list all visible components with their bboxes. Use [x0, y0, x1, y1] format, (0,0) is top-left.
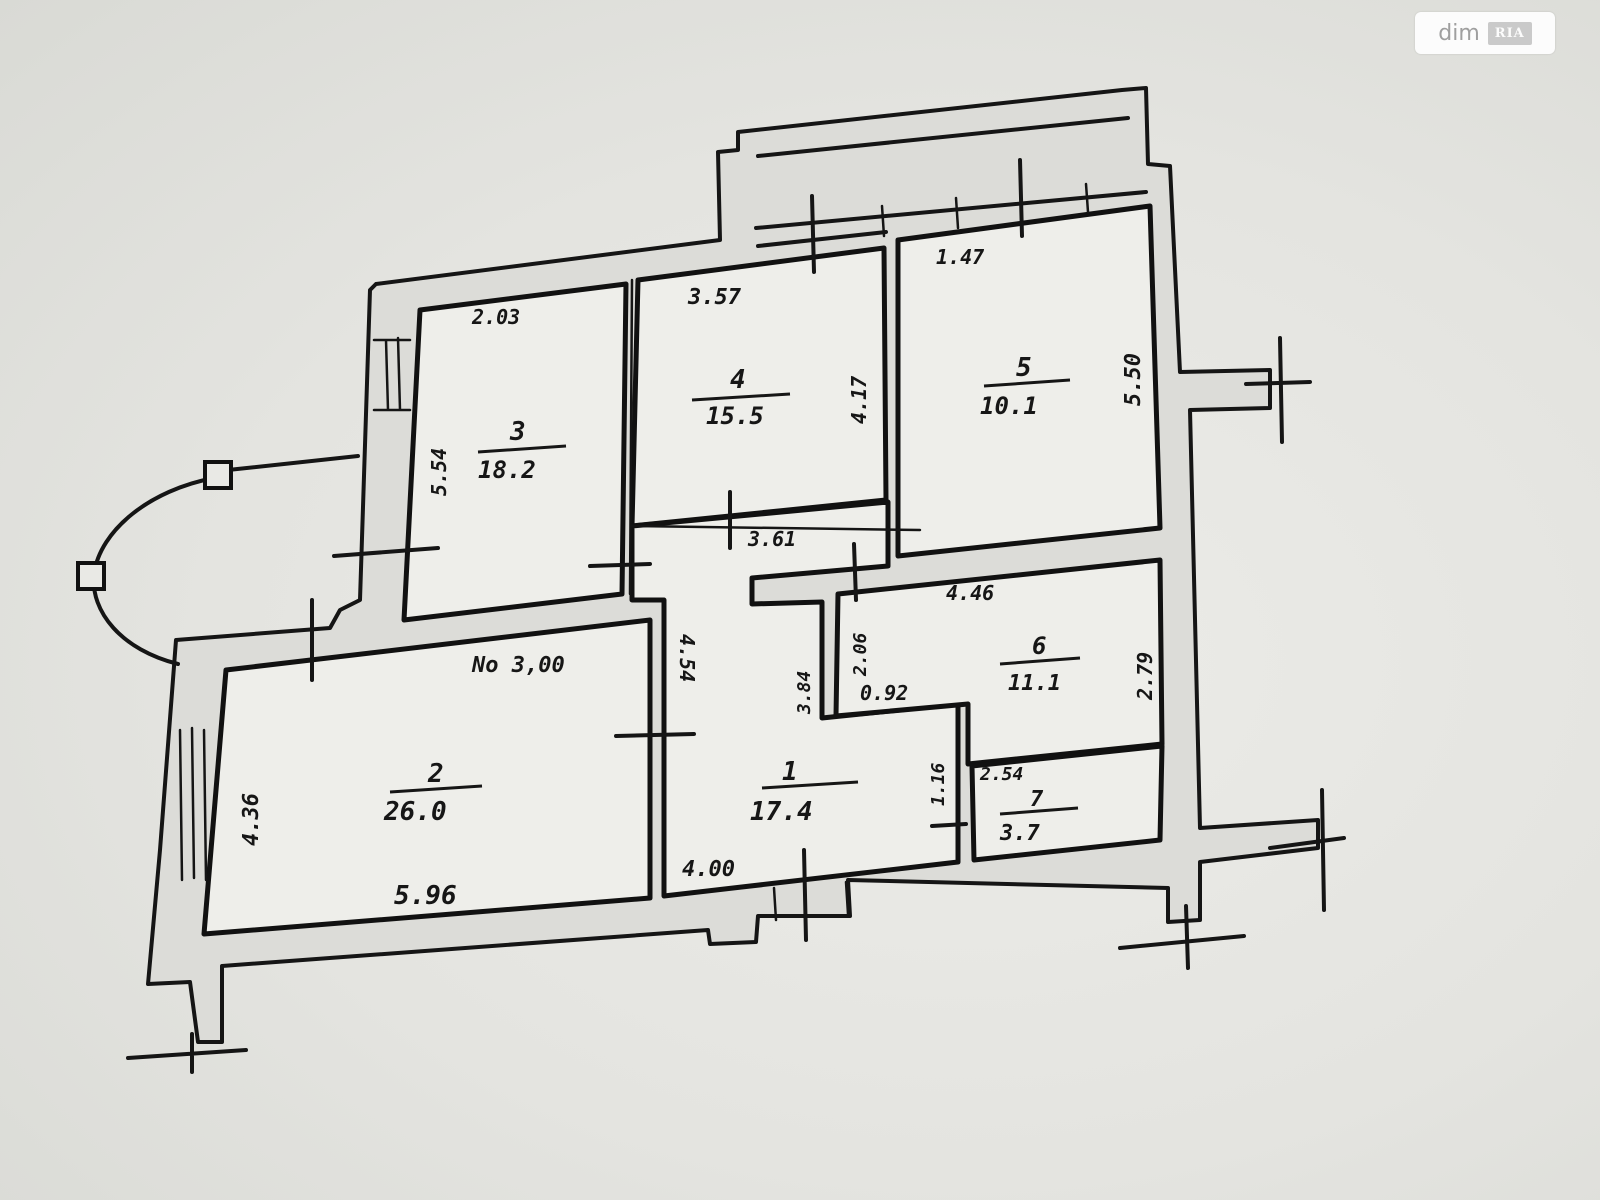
- room-3-fraction-bar: [477, 444, 567, 454]
- balcony-divisions: [880, 182, 1090, 238]
- balcony-line: [754, 116, 1148, 248]
- bay-arc: [91, 476, 216, 666]
- dim-hall-side: 3.84: [794, 671, 815, 715]
- room-4-fraction-bar: [691, 392, 791, 402]
- axis-ticks: [126, 158, 1346, 1074]
- hall-outline: [629, 499, 961, 899]
- dim-hall-bottom: 4.00: [682, 857, 735, 882]
- dim-room4-bottom: 3.61: [747, 527, 796, 551]
- dim-room6-bottom: 0.92: [860, 681, 908, 705]
- room-2-number: 2: [427, 759, 444, 789]
- dimria-watermark-logo: dim RIA: [1415, 12, 1555, 54]
- room-5-number: 5: [1016, 353, 1032, 383]
- bay-post-top: [203, 460, 233, 490]
- window-left-lower: [178, 726, 208, 882]
- dim-room7-side: 1.16: [928, 762, 949, 806]
- room-4-area: 15.5: [706, 402, 764, 430]
- room-5-fraction-bar: [983, 378, 1071, 388]
- window-left-upper: [372, 336, 412, 412]
- room-7-fraction-bar: [999, 806, 1079, 816]
- bay-connector: [226, 454, 360, 472]
- dim-room4-side: 4.17: [847, 376, 871, 424]
- room-labels: 1 17.4 2 26.0 3 18.2 4 15.5 5 10.1 6 11.…: [383, 353, 1081, 846]
- dim-room5-side: 5.50: [1121, 353, 1146, 406]
- room-6-fraction-bar: [999, 656, 1081, 666]
- dim-room7-top: 2.54: [979, 764, 1023, 785]
- room-1-area: 17.4: [750, 797, 813, 827]
- dim-room6-side: 2.79: [1133, 652, 1157, 701]
- room-5-area: 10.1: [980, 392, 1038, 420]
- dim-room4-top: 3.57: [687, 285, 742, 310]
- dim-room6-left: 2.06: [850, 632, 871, 677]
- dim-room6-top: 4.46: [946, 581, 994, 605]
- room-7-area: 3.7: [999, 821, 1040, 846]
- dim-room3-side: 5.54: [427, 448, 451, 496]
- room-5-outline: [895, 203, 1163, 559]
- dim-room2-bottom: 5.96: [394, 881, 457, 911]
- room-6-number: 6: [1032, 632, 1046, 660]
- room-6-area: 11.1: [1008, 671, 1061, 696]
- room-2-area: 26.0: [383, 797, 447, 827]
- dim-room2-top: No 3,00: [471, 653, 565, 678]
- dim-room5-top: 1.47: [936, 245, 984, 269]
- dim-room3-top: 2.03: [471, 305, 520, 329]
- room-2-fraction-bar: [389, 784, 483, 794]
- room-6-outline: [833, 557, 1165, 767]
- room-7-outline: [969, 743, 1165, 863]
- bay-post-left: [76, 561, 106, 591]
- room-4-number: 4: [730, 365, 746, 395]
- watermark-brand: dim: [1438, 20, 1480, 46]
- room-3-area: 18.2: [478, 456, 536, 484]
- room-7-number: 7: [1030, 787, 1044, 812]
- room-1-number: 1: [782, 757, 798, 787]
- window-bottom: [772, 880, 850, 922]
- room-1-fraction-bar: [761, 780, 859, 790]
- dim-room2-side: 4.36: [239, 793, 264, 846]
- room-3-number: 3: [509, 417, 526, 447]
- partition-stubs: [628, 278, 922, 596]
- dimension-labels: 2.03 5.54 3.57 4.17 3.61 1.47 5.50 No 3,…: [239, 245, 1157, 911]
- dim-corridor-side: 4.54: [675, 634, 699, 682]
- watermark-sub: RIA: [1487, 21, 1532, 45]
- room-2-outline: [201, 617, 653, 937]
- room-3-outline: [401, 281, 629, 623]
